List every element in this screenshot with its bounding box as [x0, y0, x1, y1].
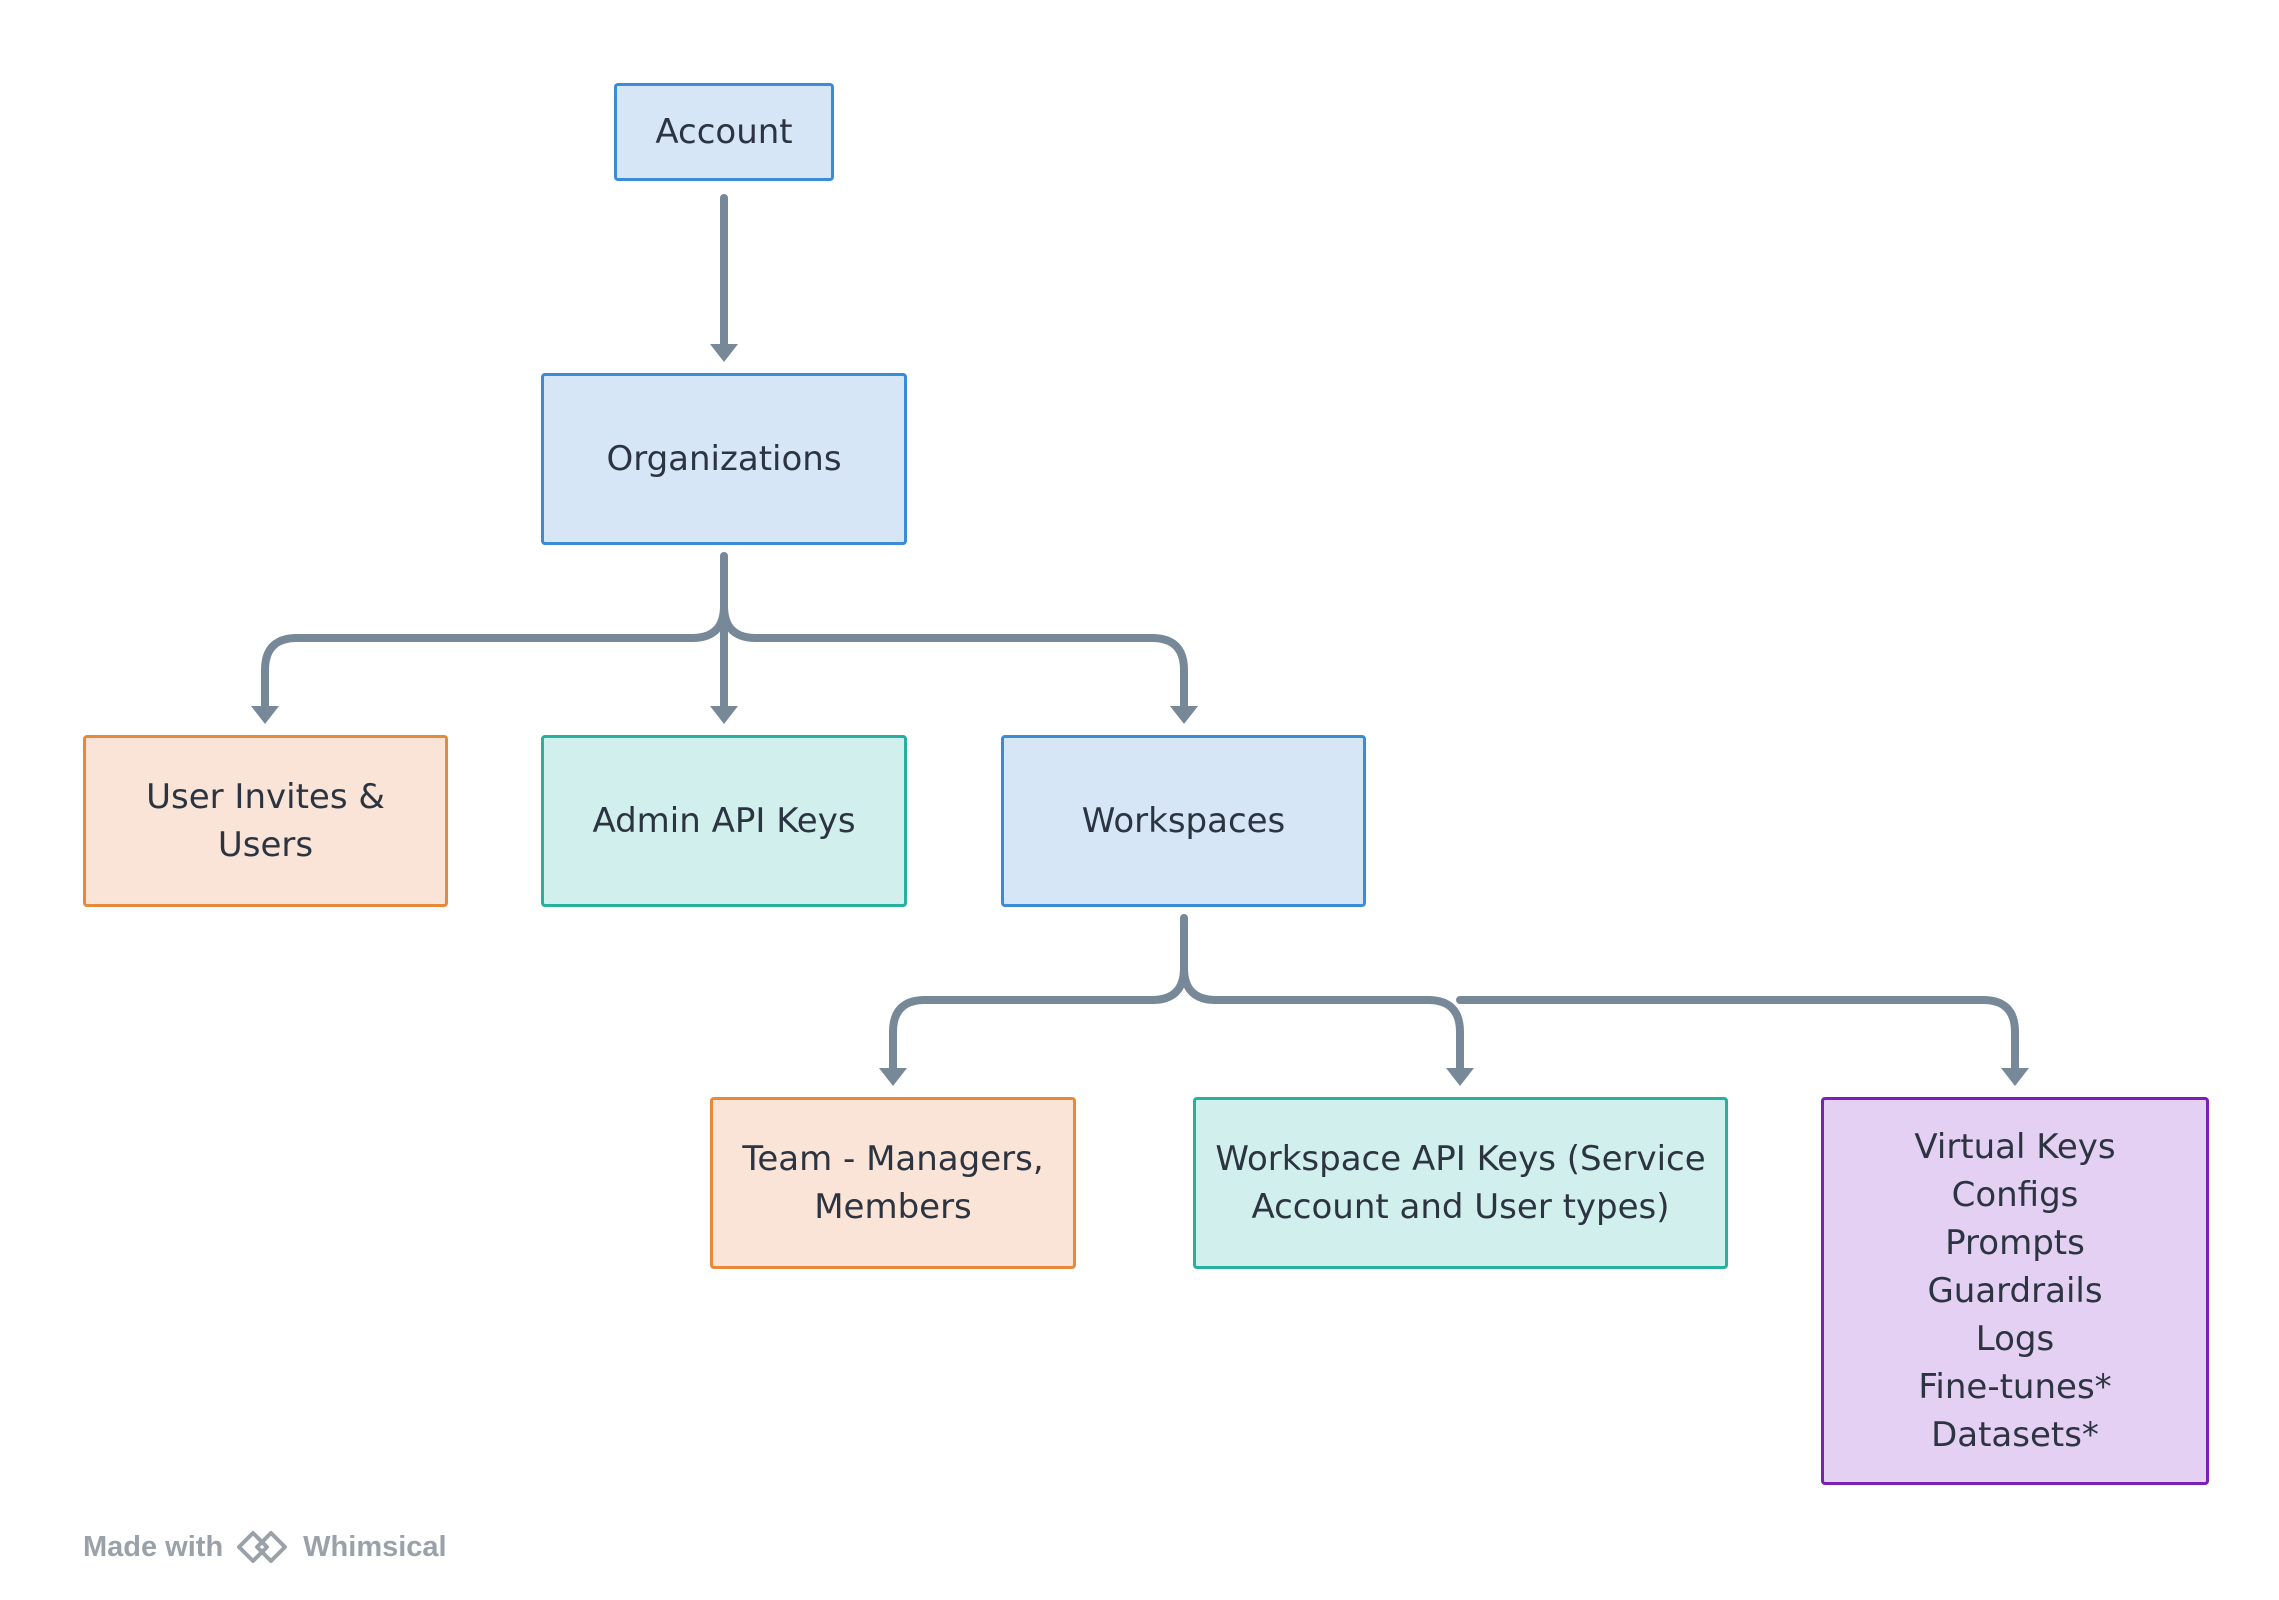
- node-team-label-line2: Members: [814, 1187, 972, 1227]
- resource-virtual-keys: Virtual Keys: [1914, 1127, 2116, 1167]
- watermark-brand: Whimsical: [303, 1530, 447, 1563]
- resource-prompts: Prompts: [1945, 1223, 2085, 1263]
- arrowhead-organizations: [710, 344, 738, 362]
- whimsical-logo-icon: [237, 1531, 288, 1563]
- node-organizations-label: Organizations: [606, 439, 842, 479]
- node-admin-api-keys: Admin API Keys: [541, 735, 907, 907]
- node-account: Account: [614, 83, 834, 181]
- node-workspaces: Workspaces: [1001, 735, 1366, 907]
- arrowhead-ws-keys: [1446, 1068, 1474, 1086]
- node-workspace-api-keys: Workspace API Keys (Service Account and …: [1193, 1097, 1728, 1269]
- node-users-label-line1: User Invites &: [146, 777, 385, 817]
- node-organizations: Organizations: [541, 373, 907, 545]
- resource-logs: Logs: [1975, 1319, 2055, 1359]
- node-user-invites-users: User Invites & Users: [83, 735, 448, 907]
- resource-fine-tunes: Fine-tunes*: [1918, 1367, 2112, 1407]
- arrowhead-team: [879, 1068, 907, 1086]
- edge-organizations-workspaces: [720, 602, 1188, 712]
- resource-guardrails: Guardrails: [1927, 1271, 2103, 1311]
- edge-workspaces-team: [889, 914, 1188, 1074]
- arrowhead-admin-keys: [710, 706, 738, 724]
- watermark-made-with: Made with: [83, 1530, 224, 1563]
- node-users-label-line2: Users: [217, 825, 314, 865]
- arrowhead-users: [251, 706, 279, 724]
- arrowhead-workspaces: [1170, 706, 1198, 724]
- resource-datasets: Datasets*: [1931, 1415, 2099, 1455]
- node-admin-keys-label: Admin API Keys: [592, 801, 856, 841]
- made-with-whimsical-watermark[interactable]: Made with Whimsical: [83, 1527, 447, 1567]
- edge-workspaces-resources: [1456, 996, 2019, 1074]
- edge-workspaces-ws-keys: [1180, 964, 1464, 1074]
- node-ws-keys-label-line2: Account and User types): [1251, 1187, 1670, 1227]
- edge-organizations-users: [261, 552, 728, 712]
- node-workspaces-label: Workspaces: [1081, 801, 1286, 841]
- node-team-label-line1: Team - Managers,: [742, 1139, 1044, 1179]
- node-account-label: Account: [655, 112, 793, 152]
- node-team: Team - Managers, Members: [710, 1097, 1076, 1269]
- node-workspace-resources: Virtual Keys Configs Prompts Guardrails …: [1821, 1097, 2209, 1485]
- arrowhead-resources: [2001, 1068, 2029, 1086]
- node-ws-keys-label-line1: Workspace API Keys (Service: [1215, 1139, 1706, 1179]
- resource-configs: Configs: [1951, 1175, 2079, 1215]
